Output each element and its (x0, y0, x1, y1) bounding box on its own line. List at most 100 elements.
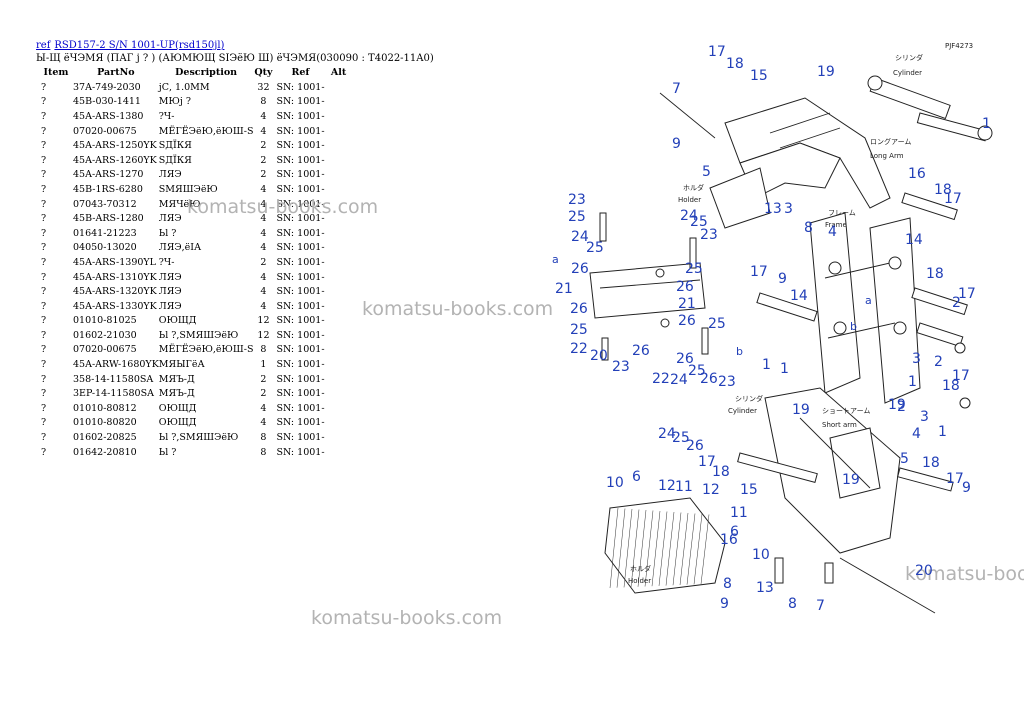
cell-partno: 37A-749-2030 (73, 81, 141, 93)
callout-number: 13 (764, 201, 782, 217)
callout-number: 18 (942, 378, 960, 394)
cell-partno: 45B-1RS-6280 (73, 183, 143, 195)
callout-number: 25 (586, 240, 604, 256)
callout-number: 26 (700, 371, 718, 387)
cell-description: МЁГЁЭёЮ,ёЮШ-S (158, 344, 254, 356)
callout-number: 17 (952, 368, 970, 384)
model-link[interactable]: RSD157-2 S/N 1001-UP(rsd150jl) (54, 40, 225, 51)
callout-number: 14 (790, 288, 808, 304)
callout-number: 6 (730, 524, 739, 540)
callout-number: 19 (842, 472, 860, 488)
cell-qty: 2 (260, 256, 267, 268)
cell-partno: 01602-20825 (73, 432, 137, 444)
label-b-frame: b (850, 320, 857, 333)
cell-alt (325, 445, 353, 460)
cell-description: ЛЯЭ (158, 169, 182, 181)
cell-qty: 8 (260, 432, 267, 444)
cell-ref: SN: 1001- (276, 359, 325, 371)
cell-qty: 4 (260, 417, 267, 429)
cell-alt (325, 386, 353, 401)
cell-item: ? (41, 256, 47, 268)
label-holder-left-jp: ホルダ (683, 183, 704, 192)
cell-partno: 45A-ARS-1260YK (73, 154, 157, 166)
cell-qty: 8 (260, 446, 267, 458)
callout-number: 15 (740, 482, 758, 498)
cell-alt (325, 80, 353, 95)
cell-partno: 45B-030-1411 (73, 96, 141, 108)
ref-link[interactable]: ref (36, 40, 51, 51)
cell-qty: 2 (260, 140, 267, 152)
top-cylinder (867, 75, 993, 142)
cell-ref: SN: 1001- (276, 388, 325, 400)
callout-number: 17 (698, 454, 716, 470)
callout-number: 20 (915, 563, 933, 579)
label-frame-jp: フレーム (828, 209, 856, 217)
label-short-arm-jp: ショートアーム (822, 407, 870, 415)
parts-table: Item PartNo Description Qty Ref Alt ?37A… (36, 65, 353, 459)
cell-qty: 8 (260, 96, 267, 108)
callout-number: 19 (792, 402, 810, 418)
column-header-alt: Alt (330, 67, 347, 78)
cell-alt (325, 124, 353, 139)
cell-item: ? (41, 125, 47, 137)
cell-description: Ьl ? (158, 227, 177, 239)
cell-qty: 4 (260, 183, 267, 195)
cell-alt (325, 109, 353, 124)
cell-item: ? (41, 140, 47, 152)
cell-qty: 4 (260, 271, 267, 283)
label-cylinder-mid: Cylinder (728, 407, 757, 415)
column-header-qty: Qty (254, 67, 273, 78)
cell-ref: SN: 1001- (276, 300, 325, 312)
cell-partno: 45A-ARS-1330YK (73, 300, 157, 312)
callout-number: 1 (982, 116, 991, 132)
cell-description: Ьl ?,SМЯШЭёЮ (158, 329, 239, 341)
callout-number: 18 (934, 182, 952, 198)
cell-ref: SN: 1001- (276, 96, 325, 108)
cell-description: ?Ч- (158, 256, 175, 268)
callout-number: 5 (702, 164, 711, 180)
callout-number: 3 (920, 409, 929, 425)
cell-item: ? (41, 213, 47, 225)
callout-number: 3 (784, 201, 793, 217)
watermark: komatsu-books.com (362, 298, 554, 320)
label-frame: Frame (825, 221, 847, 229)
cell-description: Ьl ? (158, 446, 177, 458)
callout-number: 1 (938, 424, 947, 440)
cell-description: SМЯШЭёЮ (158, 183, 218, 195)
cell-item: ? (41, 373, 47, 385)
callout-number: 26 (570, 301, 588, 317)
cell-ref: SN: 1001- (276, 198, 325, 210)
column-header-item: Item (43, 67, 69, 78)
cell-qty: 4 (260, 242, 267, 254)
cell-alt (325, 401, 353, 416)
callout-number: 23 (718, 374, 736, 390)
label-a-left: a (552, 253, 559, 266)
watermark: komatsu-books.com (311, 607, 503, 629)
cell-qty: 12 (257, 329, 270, 341)
cell-item: ? (41, 198, 47, 210)
callout-number: 9 (962, 480, 971, 496)
cell-partno: 45A-ARS-1250YK (73, 140, 157, 152)
cell-partno: 07043-70312 (73, 198, 137, 210)
callout-number: 12 (702, 482, 720, 498)
callout-number: 26 (676, 279, 694, 295)
callout-number: 9 (720, 596, 729, 612)
cell-ref: SN: 1001- (276, 286, 325, 298)
label-holder-left: Holder (678, 196, 701, 204)
page-subtitle: Ы-Щ ёЧЭМЯ (ПАГ j ? ) (АЮМЮЩ SIЭёЮ Ш) ёЧЭ… (36, 53, 434, 64)
cell-qty: 4 (260, 125, 267, 137)
cell-alt (325, 314, 353, 329)
cell-description: ЛЯЭ (158, 300, 182, 312)
callout-number: 16 (908, 166, 926, 182)
cell-description: јС, 1.0MM (158, 81, 210, 93)
